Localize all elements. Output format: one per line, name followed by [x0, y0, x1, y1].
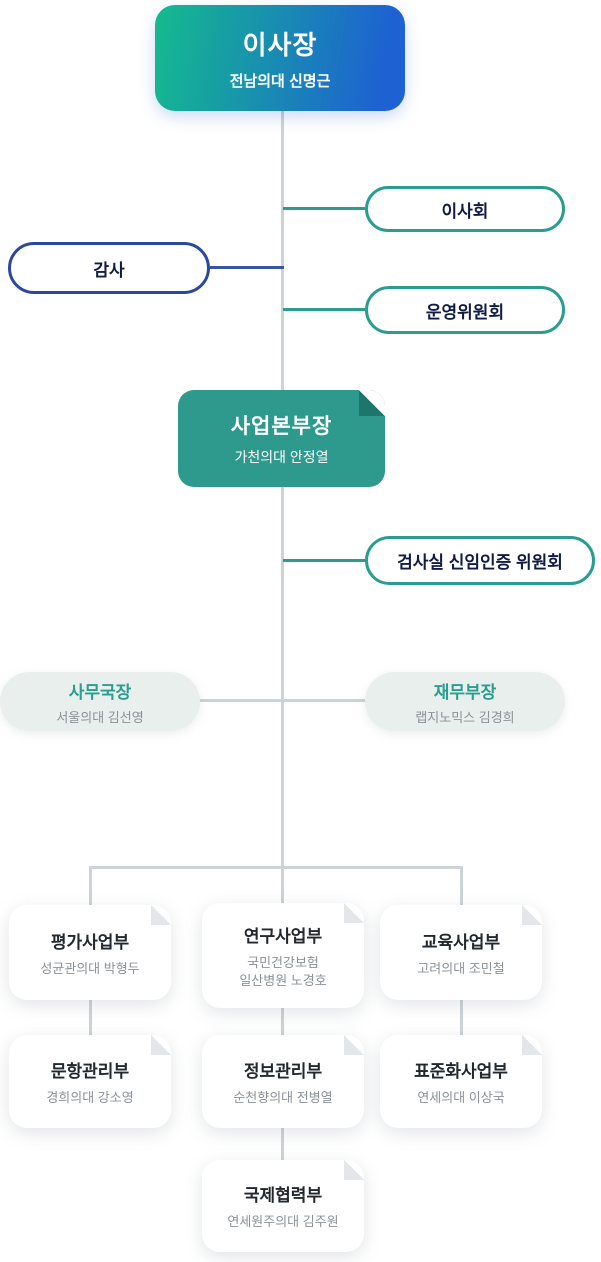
chairman-title: 이사장 — [242, 30, 318, 60]
node-dept-international: 국제협력부 연세원주의대 김주원 — [202, 1160, 364, 1252]
division-head-subtitle: 가천의대 안정열 — [234, 449, 329, 465]
node-board: 이사회 — [365, 186, 565, 232]
node-auditor: 감사 — [8, 242, 210, 294]
node-finance-director: 재무부장 랩지노믹스 김경희 — [365, 672, 565, 731]
secretary-subtitle: 서울의대 김선영 — [56, 709, 144, 725]
distributor-horizontal-line — [89, 866, 463, 869]
finance-subtitle: 랩지노믹스 김경희 — [415, 709, 515, 725]
dept-item-management-subtitle: 경희의대 강소영 — [46, 1089, 134, 1105]
dept-international-title: 국제협력부 — [243, 1186, 323, 1206]
connector-auditor-line — [208, 266, 284, 269]
chairman-subtitle: 전남의대 신명근 — [229, 73, 331, 90]
board-label: 이사회 — [441, 201, 489, 221]
node-dept-item-management: 문항관리부 경희의대 강소영 — [9, 1035, 171, 1128]
dept-information-subtitle: 순천향의대 전병열 — [233, 1089, 333, 1105]
main-vertical-line — [281, 110, 284, 906]
node-secretary-general: 사무국장 서울의대 김선영 — [0, 672, 200, 731]
dept-education-subtitle: 고려의대 조민철 — [417, 960, 505, 976]
connector-steering-line — [283, 308, 365, 311]
auditor-label: 감사 — [93, 260, 125, 280]
dept-evaluation-subtitle: 성균관의대 박형두 — [40, 960, 140, 976]
division-head-title: 사업본부장 — [230, 415, 333, 438]
drop-left-line — [89, 866, 92, 907]
dept-research-title: 연구사업부 — [243, 926, 323, 946]
dept-standardization-title: 표준화사업부 — [414, 1061, 508, 1081]
lab-committee-label: 검사실 신임인증 위원회 — [397, 553, 563, 572]
dept-education-title: 교육사업부 — [421, 932, 501, 952]
node-steering-committee: 운영위원회 — [365, 286, 565, 334]
segment-right-column-line — [460, 1000, 463, 1035]
dept-research-subtitle: 국민건강보험 일산병원 노경호 — [239, 954, 327, 988]
node-dept-evaluation: 평가사업부 성균관의대 박형두 — [9, 905, 171, 1000]
segment-mid-column-line-1 — [281, 1008, 284, 1035]
connector-board-line — [283, 207, 365, 210]
node-dept-research: 연구사업부 국민건강보험 일산병원 노경호 — [202, 903, 364, 1008]
dept-evaluation-title: 평가사업부 — [50, 932, 130, 952]
drop-right-line — [460, 866, 463, 907]
dept-information-title: 정보관리부 — [243, 1061, 323, 1081]
node-dept-standardization: 표준화사업부 연세의대 이상국 — [380, 1035, 542, 1128]
segment-mid-column-line-2 — [281, 1128, 284, 1160]
node-chairman: 이사장 전남의대 신명근 — [155, 5, 405, 111]
connector-secretary-line — [199, 699, 283, 702]
segment-left-column-line — [89, 1000, 92, 1035]
finance-title: 재무부장 — [433, 682, 497, 702]
node-lab-committee: 검사실 신임인증 위원회 — [365, 536, 595, 585]
connector-finance-line — [282, 699, 366, 702]
dept-standardization-subtitle: 연세의대 이상국 — [417, 1089, 505, 1105]
dept-international-subtitle: 연세원주의대 김주원 — [227, 1214, 339, 1230]
node-division-head: 사업본부장 가천의대 안정열 — [178, 390, 385, 487]
dept-item-management-title: 문항관리부 — [50, 1061, 130, 1081]
steering-committee-label: 운영위원회 — [425, 302, 505, 322]
node-dept-information: 정보관리부 순천향의대 전병열 — [202, 1035, 364, 1128]
secretary-title: 사무국장 — [68, 682, 132, 702]
connector-lab-committee-line — [283, 559, 365, 562]
node-dept-education: 교육사업부 고려의대 조민철 — [380, 905, 542, 1000]
